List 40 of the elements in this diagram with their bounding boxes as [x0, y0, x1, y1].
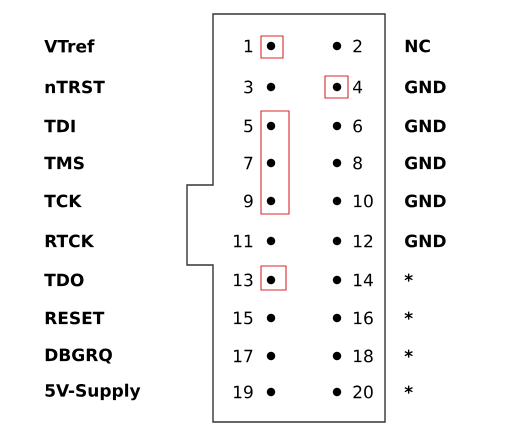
pin-number: 2 [353, 40, 362, 52]
pin-number: 11 [234, 234, 252, 248]
pin-number: 14 [354, 274, 373, 286]
signal-name: TDO [44, 274, 84, 286]
signal-name: TCK [44, 194, 82, 208]
pin-number: 3 [244, 80, 252, 94]
signal-name: RTCK [46, 234, 94, 248]
pin-number: 16 [354, 312, 373, 324]
pin-number: 6 [353, 120, 362, 132]
pin-number: 20 [353, 386, 373, 398]
signal-name: 5V-Supply [46, 384, 140, 400]
signal-name: TMS [44, 156, 84, 170]
signal-name: DBGRQ [46, 348, 112, 364]
pin-number: 15 [234, 312, 252, 324]
signal-name: NC [406, 40, 430, 52]
pin-number: 17 [234, 350, 252, 362]
signal-name: * [404, 312, 413, 320]
pin-number: 5 [244, 120, 252, 132]
signal-name: GND [405, 120, 446, 132]
signal-name: VTref [44, 39, 95, 53]
signal-name: GND [405, 194, 446, 208]
signal-name: * [404, 386, 413, 394]
pin-number: 18 [354, 350, 373, 362]
signal-name: GND [405, 80, 446, 94]
pin-number: 1 [244, 40, 252, 52]
signal-name: * [404, 350, 413, 358]
pin-number: 12 [354, 234, 372, 248]
signal-name: RESET [46, 312, 104, 324]
pin-number: 7 [244, 156, 252, 170]
signal-name: GND [405, 156, 446, 170]
pin-number: 8 [353, 156, 362, 170]
signal-name: TDI [44, 120, 75, 132]
pin-number: 4 [353, 80, 362, 94]
pin-number: 13 [234, 274, 252, 286]
signal-name: * [404, 274, 413, 282]
signal-name: GND [405, 234, 446, 248]
pin-number: 19 [234, 386, 253, 398]
pin-number: 10 [354, 194, 373, 208]
signal-name: nTRST [46, 80, 105, 94]
pin-number: 9 [244, 194, 253, 208]
